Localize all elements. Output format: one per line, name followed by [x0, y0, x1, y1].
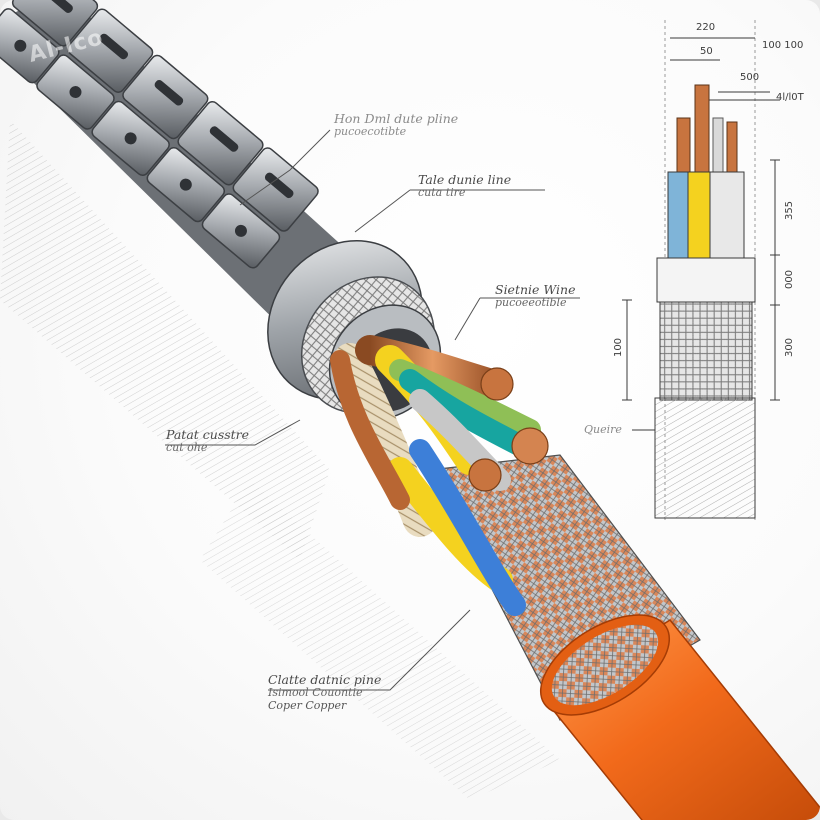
schematic-drawing — [622, 20, 780, 520]
callout-schematic-line1: Queire — [584, 423, 622, 436]
callout-middle-line2: pucoeeotible — [495, 296, 567, 310]
drag-chain — [0, 0, 380, 345]
dim-label-d5: 4l/l0T — [776, 92, 804, 103]
callout-middle: Sietnie Wine pucoeeotible — [495, 282, 576, 310]
callout-leaders — [165, 129, 580, 691]
dim-label-d6: 355 — [784, 200, 796, 221]
callout-top-line2: pucoecotibte — [334, 125, 407, 139]
dim-label-d3: 500 — [740, 72, 760, 83]
dim-label-d7: 000 — [784, 269, 796, 290]
callout-bottom-line3: Coper Copper — [268, 699, 347, 713]
dim-label-d9: 300 — [784, 337, 796, 358]
dim-label-d2: 50 — [700, 46, 713, 57]
conductors — [330, 335, 549, 616]
dim-label-d8: 100 — [613, 337, 625, 358]
callout-upper-line1: Tale dunie line — [418, 172, 512, 187]
callout-left-line1: Patat cusstre — [166, 427, 250, 442]
callout-bottom: Clatte datnic pine Isimool Couontie Cope… — [268, 672, 382, 713]
dim-label-d4: 100 100 — [762, 40, 804, 51]
callout-left-line2: cut ohe — [166, 441, 208, 455]
callout-bottom-line2: Isimool Couontie — [268, 686, 363, 700]
callout-middle-line1: Sietnie Wine — [495, 282, 576, 297]
pencil-shadow — [0, 120, 560, 800]
callout-top: Hon Dml dute pline pucoecotibte — [334, 111, 459, 139]
callout-left: Patat cusstre cut ohe — [166, 427, 250, 455]
callout-top-line1: Hon Dml dute pline — [334, 111, 459, 126]
callout-bottom-line1: Clatte datnic pine — [268, 672, 382, 687]
dim-label-d1: 220 — [696, 22, 716, 33]
orange-jacket — [539, 614, 820, 820]
callout-upper: Tale dunie line cuta tire — [418, 172, 512, 200]
callout-schematic: Queire — [584, 423, 622, 437]
callout-upper-line2: cuta tire — [418, 186, 466, 200]
